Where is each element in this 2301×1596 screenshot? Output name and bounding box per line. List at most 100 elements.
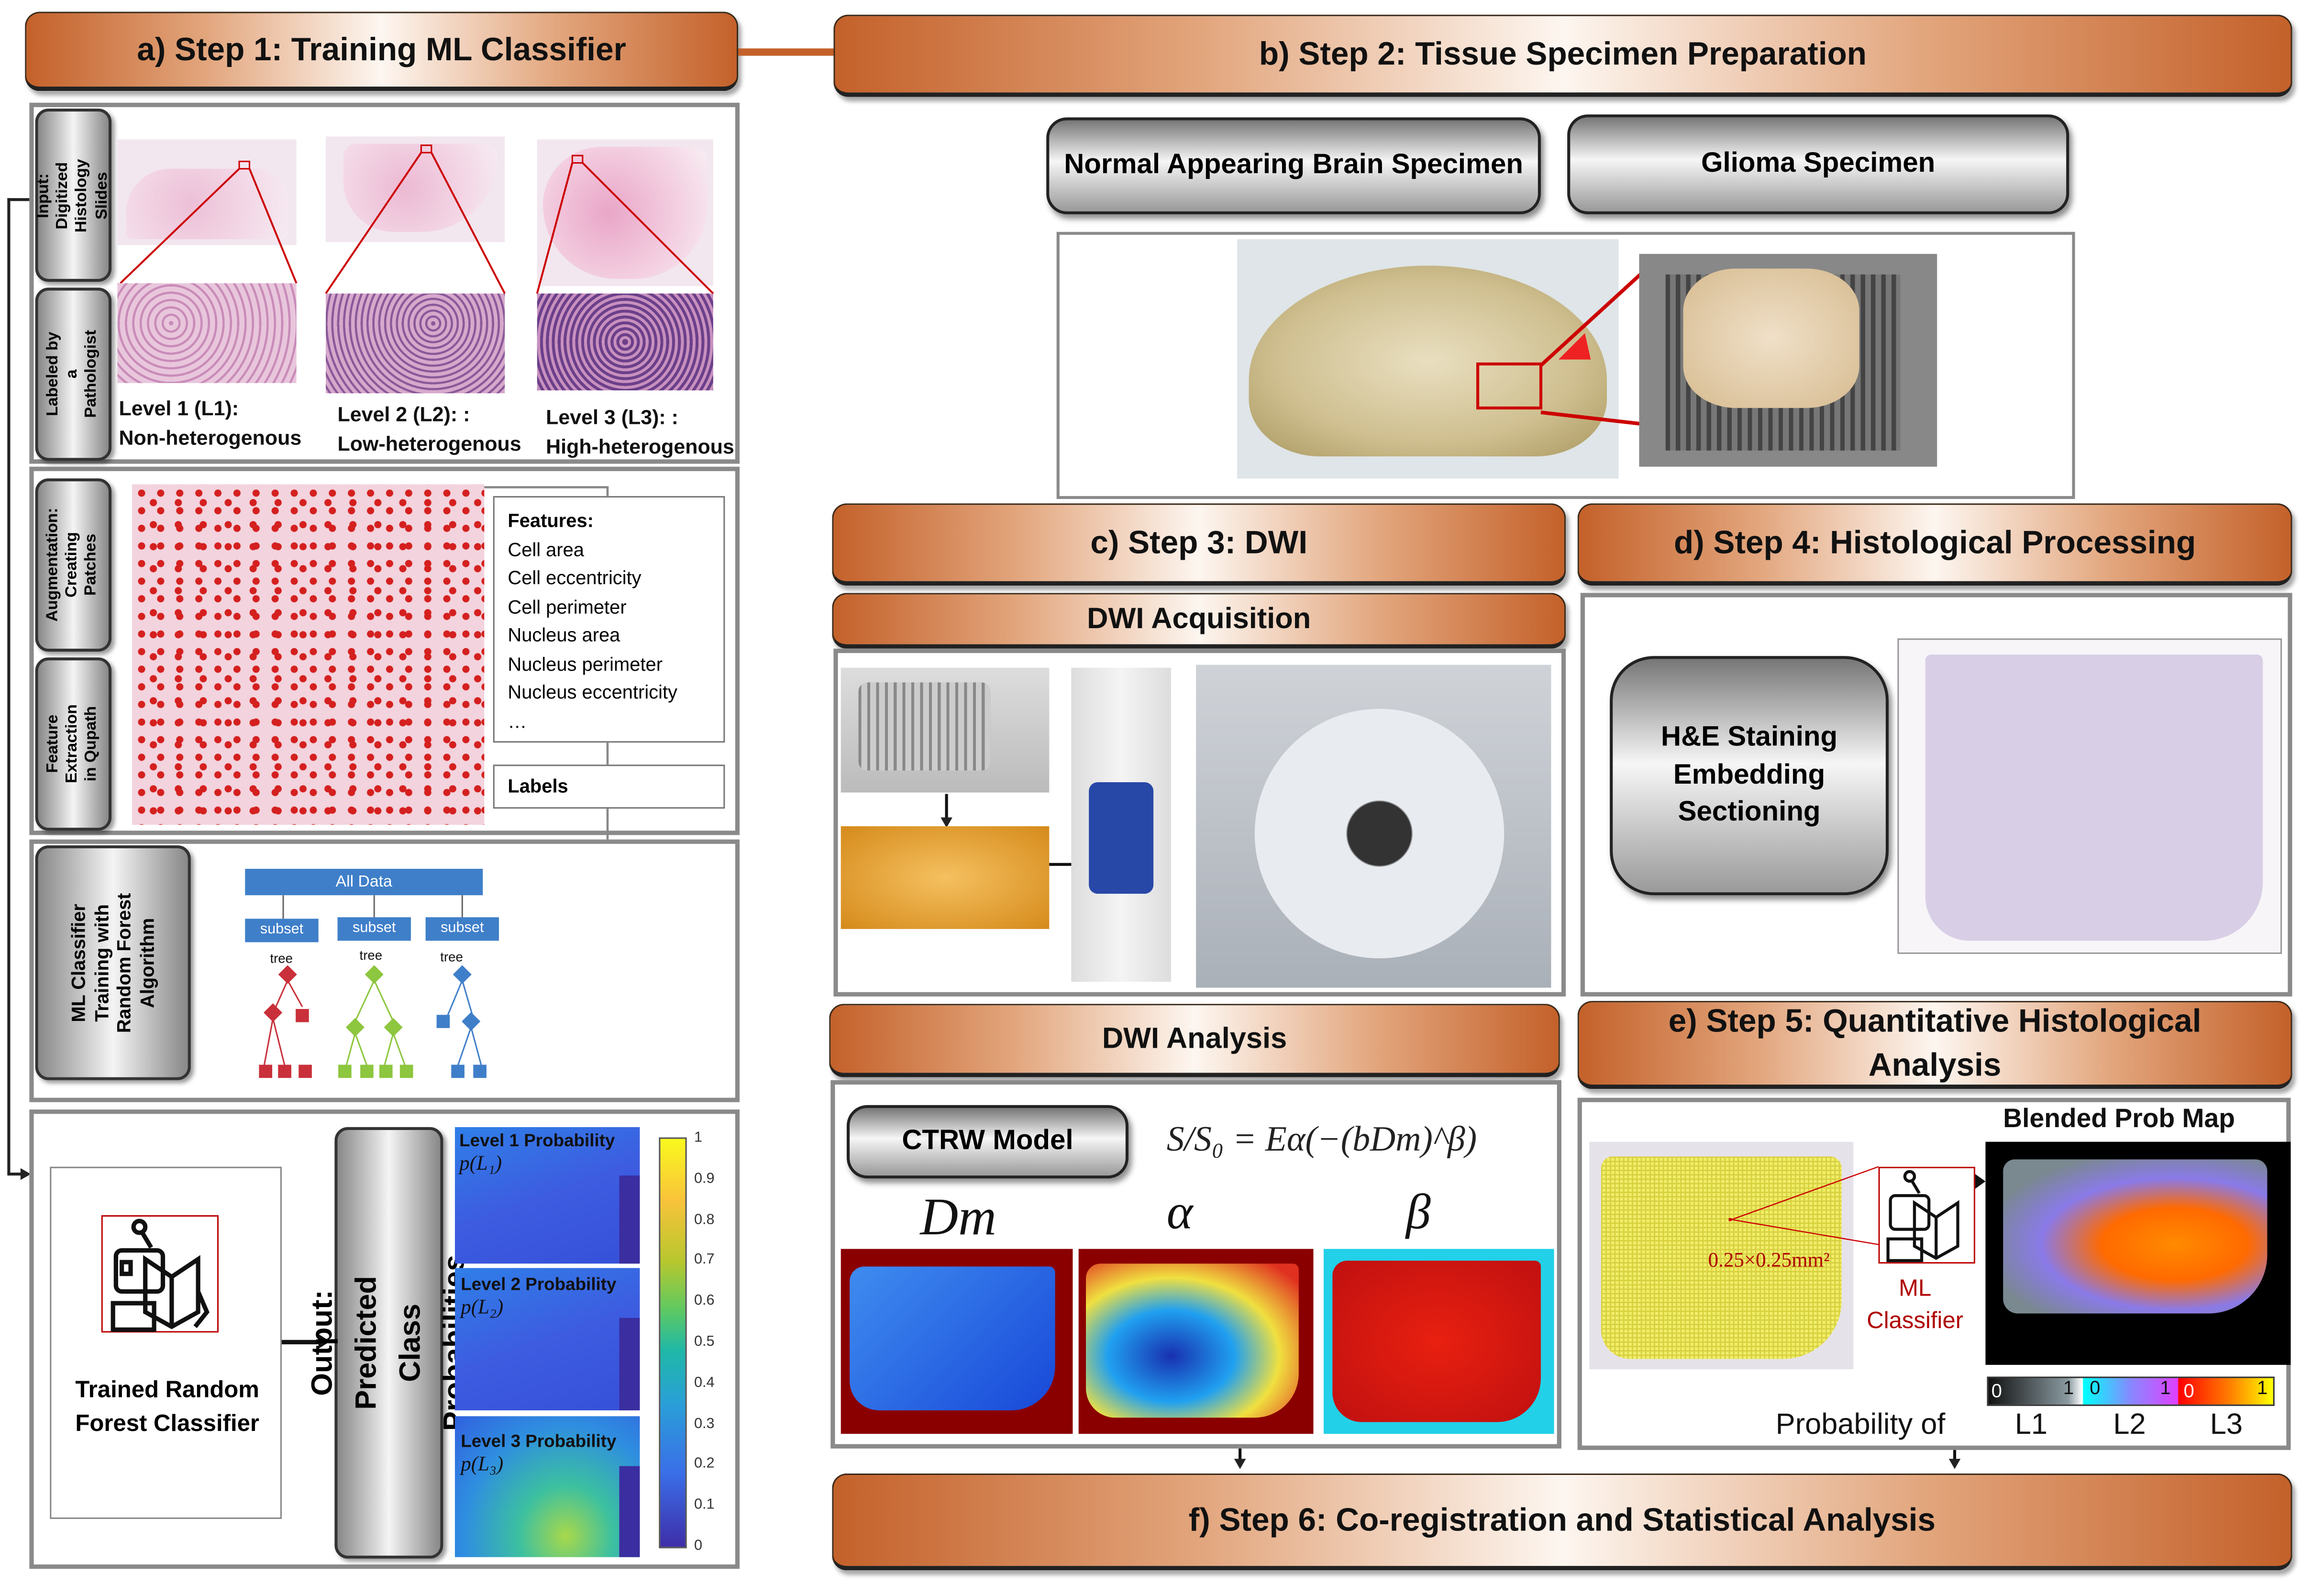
step-e-header: e) Step 5: Quantitative Histological Ana… (1577, 1001, 2292, 1089)
gridded-slide-image (1589, 1142, 1854, 1370)
decision-trees (259, 895, 487, 1078)
feature-item: Cell eccentricity (508, 566, 642, 589)
feature-item: … (508, 709, 527, 732)
level-l1-label: L1 (2014, 1408, 2048, 1441)
level-2-label: Level 2 (L2): :Low-heterogenous (337, 402, 521, 455)
side-label-training: ML Classifier Training with Random Fores… (35, 845, 191, 1080)
colorbar-tick: 0 (694, 1538, 703, 1554)
probability-colorbar (659, 1137, 687, 1549)
feature-item: Nucleus eccentricity (508, 681, 678, 703)
arrow-line (1953, 1450, 1957, 1462)
subset-box: subset (245, 919, 319, 942)
feature-item: Nucleus area (508, 623, 620, 646)
cell-detection-image (132, 484, 485, 825)
arrow-icon (940, 817, 952, 828)
robot-reading-icon (101, 1215, 219, 1333)
level-l2-label: L2 (2113, 1408, 2146, 1441)
mri-scanner-photo (1196, 665, 1551, 988)
features-title: Features: (508, 509, 594, 532)
output-label-box: Output: Predicted Class Probabilities (307, 1127, 471, 1559)
beta-label: β (1405, 1186, 1431, 1241)
subset-box: subset (425, 917, 499, 941)
trained-classifier-label: Trained Random Forest Classifier (75, 1378, 260, 1437)
blended-colorbar (1987, 1376, 2275, 1406)
arrow-icon (1975, 1174, 1986, 1189)
level-3-label: Level 3 (L3): :High-heterogenous (546, 405, 734, 458)
patch-size-label: 0.25×0.25mm² (1708, 1250, 1830, 1273)
tree-label: tree (270, 951, 293, 966)
colorbar-tick: 0.4 (694, 1374, 715, 1391)
arrow-icon (20, 1168, 31, 1180)
tree-red (259, 965, 312, 1078)
cb-tick: 1 (2160, 1376, 2171, 1399)
side-label-feature-extraction: Feature Extraction in Qupath (35, 657, 112, 831)
arrow-line (281, 1340, 320, 1344)
feedback-line-top (7, 198, 31, 201)
tree-label: tree (359, 948, 383, 963)
tree-label: tree (440, 949, 463, 964)
he-staining-button[interactable]: H&E Staining Embedding Sectioning (1610, 656, 1889, 896)
vial-photo (1071, 667, 1171, 982)
zoom-lines (120, 144, 714, 294)
side-label-input: Input: Digitized Histology Slides (34, 109, 112, 282)
header-connector (738, 48, 835, 56)
arrow-line (1049, 863, 1076, 866)
side-label-augmentation: Augmentation: Creating Patches (35, 478, 112, 652)
colorbar-tick: 1 (694, 1130, 703, 1146)
normal-brain-specimen-button[interactable]: Normal Appearing Brain Specimen (1046, 117, 1541, 214)
cb-tick: 0 (1991, 1379, 2002, 1402)
patch-l3 (537, 293, 713, 390)
beta-map (1323, 1249, 1554, 1434)
level-1-label: Level 1 (L1):Non-heterogenous (119, 396, 302, 449)
tree-green (338, 965, 413, 1078)
ml-classifier-label: ML Classifier (1867, 1276, 1964, 1334)
cb-tick: 0 (2090, 1376, 2101, 1399)
level-l3-label: L3 (2210, 1408, 2243, 1441)
feature-item: Cell area (508, 538, 585, 560)
arrow-line (1239, 1448, 1242, 1462)
cb-tick: 1 (2257, 1376, 2268, 1399)
arrow-icon (318, 1334, 331, 1349)
ctrw-model-button[interactable]: CTRW Model (847, 1105, 1128, 1179)
glioma-specimen-photo (1639, 254, 1937, 467)
patch-l2 (326, 293, 505, 394)
step-b-header: b) Step 2: Tissue Specimen Preparation (833, 14, 2292, 97)
features-box: Features: Cell area Cell eccentricity Ce… (493, 496, 725, 743)
step-c-header: c) Step 3: DWI (832, 503, 1566, 586)
step-f-header: f) Step 6: Co-registration and Statistic… (832, 1473, 2292, 1571)
slide-l2 (326, 136, 505, 243)
dm-label: Dm (920, 1187, 996, 1246)
arrow-line (945, 794, 948, 820)
feature-item: Nucleus perimeter (508, 652, 663, 675)
alpha-label: α (1166, 1186, 1193, 1241)
colorbar-tick: 0.9 (694, 1171, 715, 1187)
step-d-header: d) Step 4: Histological Processing (1577, 503, 2292, 586)
glioma-specimen-button[interactable]: Glioma Specimen (1567, 114, 2069, 214)
labels-box: Labels (493, 765, 725, 809)
feedback-line-bottom (7, 1173, 22, 1176)
patch-zoom-lines (1728, 1166, 1879, 1245)
step-a-header: a) Step 1: Training ML Classifier (25, 11, 739, 91)
cb-tick: 1 (2063, 1376, 2074, 1399)
blended-prob-map (1985, 1142, 2291, 1365)
feedback-line (7, 198, 11, 1175)
probability-of-label: Probability of (1775, 1408, 1946, 1441)
colorbar-tick: 0.5 (694, 1334, 715, 1351)
colorbar-tick: 0.1 (694, 1497, 715, 1514)
colorbar-tick: 0.6 (694, 1293, 715, 1309)
sample-holder-photo (841, 667, 1050, 793)
dm-map (841, 1249, 1073, 1434)
ctrw-equation: S/S₀ = Eα(−(bDm)^β) (1166, 1121, 1477, 1160)
colorbar-tick: 0.2 (694, 1456, 715, 1473)
blended-map-title: Blended Prob Map (2003, 1103, 2235, 1133)
colorbar-tick: 0.8 (694, 1211, 715, 1228)
cb-tick: 0 (2183, 1379, 2194, 1402)
he-slide-image (1897, 638, 2282, 954)
tree-blue (436, 965, 487, 1078)
brain-specimen-photo (1237, 239, 1619, 479)
dwi-acquisition-header: DWI Acquisition (832, 593, 1566, 649)
arrow-icon (1234, 1459, 1246, 1469)
